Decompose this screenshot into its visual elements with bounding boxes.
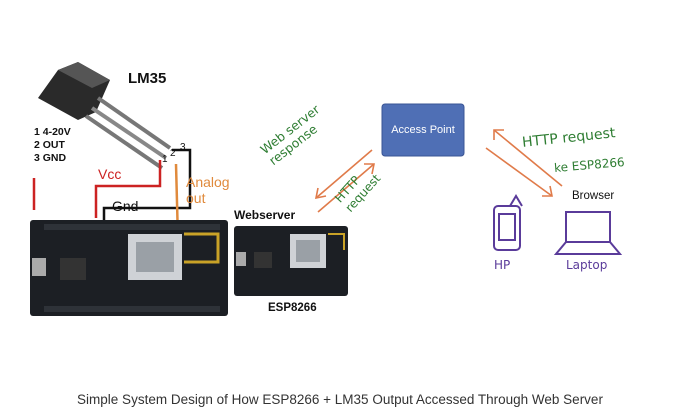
arrow-request-left [317, 163, 375, 213]
access-point-box [381, 103, 465, 157]
figure-caption: Simple System Design of How ESP8266 + LM… [77, 392, 603, 407]
esp8266-board-left [30, 220, 228, 316]
pin-number-2: 2 [170, 148, 176, 159]
hp-icon [493, 194, 523, 251]
pin-number-1: 1 [162, 154, 168, 165]
lm35-pin-list: 1 4-20V 2 OUT 3 GND [34, 126, 71, 165]
arrow-response [315, 149, 373, 199]
laptop-icon [553, 211, 623, 255]
pin-2-label: 2 OUT [34, 139, 65, 151]
vcc-label: Vcc [98, 166, 122, 182]
webserver-label: Webserver [234, 208, 296, 222]
wire-gnd [102, 148, 192, 220]
lm35-sensor [38, 62, 172, 170]
esp8266-label: ESP8266 [268, 302, 317, 314]
esp8266-board-right [234, 226, 348, 296]
pin-1-label: 1 4-20V [34, 126, 71, 138]
hp-label: HP [494, 258, 511, 272]
browser-label: Browser [572, 190, 615, 202]
arrows [314, 129, 563, 213]
wire-vcc [94, 160, 162, 218]
lm35-title: LM35 [128, 70, 167, 87]
gnd-label: Gnd [112, 198, 139, 214]
arrow-response-right [485, 147, 553, 197]
pin-3-label: 3 GND [34, 152, 67, 164]
arrow-request-right [493, 129, 563, 187]
system-diagram [30, 62, 623, 316]
access-point-label: Access Point [391, 124, 455, 136]
laptop-label: Laptop [566, 258, 608, 272]
analog-out-label: Analog out [186, 174, 230, 206]
pin-number-3: 3 [180, 142, 186, 153]
